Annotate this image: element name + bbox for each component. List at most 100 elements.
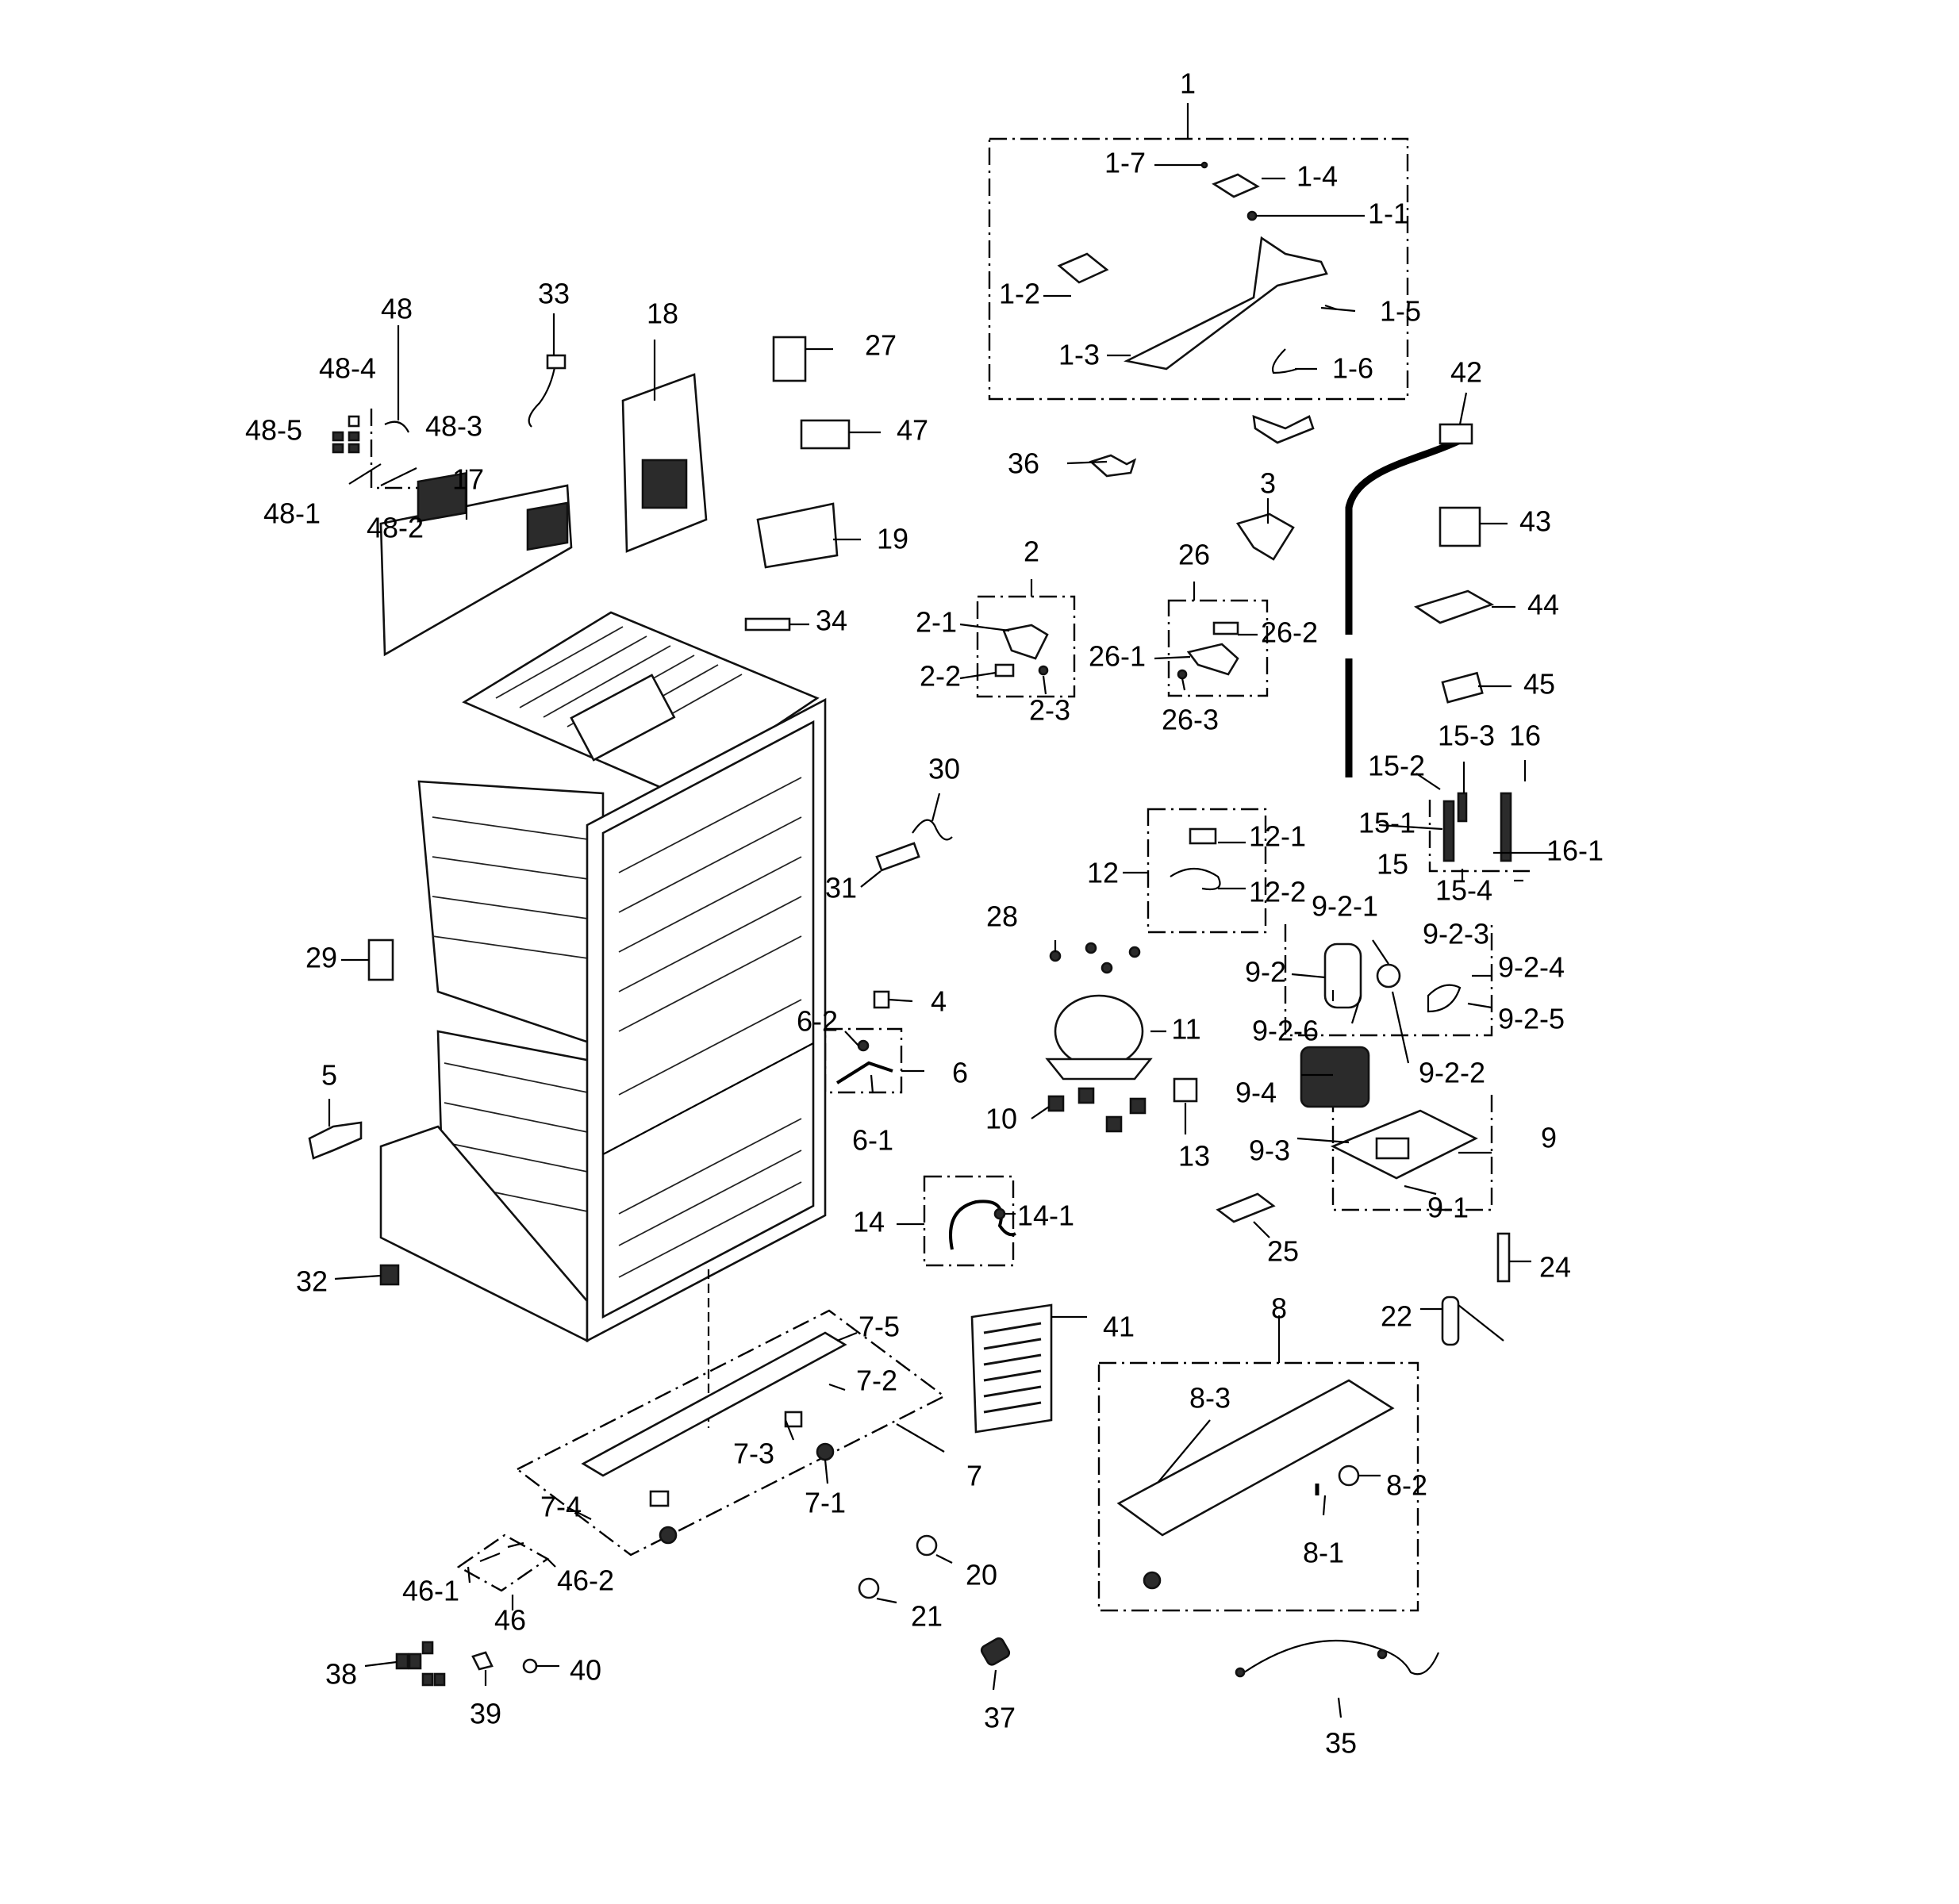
part-12-2-harness bbox=[1170, 868, 1221, 891]
part-22-pipe bbox=[1458, 1304, 1504, 1342]
callout-18: 18 bbox=[647, 298, 678, 330]
part-10-grommets bbox=[1047, 1087, 1147, 1133]
callout-6: 6 bbox=[952, 1057, 968, 1089]
part-35-wire-harness bbox=[1243, 1639, 1440, 1676]
callout-7-1: 7-1 bbox=[805, 1487, 846, 1519]
part-15-1-tube bbox=[1442, 800, 1455, 862]
group-box-9 bbox=[1331, 1095, 1493, 1211]
part-42-fitting bbox=[1439, 423, 1473, 445]
callout-9-2-1: 9-2-1 bbox=[1312, 890, 1378, 923]
part-26-2-plate bbox=[1212, 621, 1239, 635]
part-hinge-bottom bbox=[1252, 415, 1315, 444]
callout-8-3: 8-3 bbox=[1189, 1382, 1231, 1415]
callout-48-3: 48-3 bbox=[425, 410, 482, 443]
callout-8-1: 8-1 bbox=[1303, 1537, 1344, 1569]
cabinet-left-upper bbox=[417, 780, 605, 1049]
part-7-roller-b bbox=[659, 1526, 678, 1545]
part-13-relay bbox=[1173, 1077, 1198, 1103]
callout-19: 19 bbox=[877, 523, 908, 555]
callout-47: 47 bbox=[897, 414, 928, 447]
part-41-grille bbox=[970, 1303, 1053, 1434]
group-box-8 bbox=[1097, 1361, 1419, 1612]
callout-4: 4 bbox=[931, 985, 947, 1018]
callout-9-2-4: 9-2-4 bbox=[1498, 951, 1565, 984]
part-26-3-screw bbox=[1177, 669, 1188, 680]
part-7-4-bushing bbox=[649, 1490, 670, 1507]
callout-9-2-2: 9-2-2 bbox=[1419, 1057, 1485, 1089]
callout-2-3: 2-3 bbox=[1029, 694, 1070, 727]
part-2-1-hinge bbox=[1002, 624, 1049, 660]
callout-36: 36 bbox=[1008, 447, 1039, 480]
callout-1-7: 1-7 bbox=[1104, 147, 1146, 179]
callout-15-4: 15-4 bbox=[1435, 874, 1492, 907]
part-6-1-bracket bbox=[835, 1061, 893, 1084]
part-42-water-tube bbox=[1345, 436, 1462, 635]
group-box-46 bbox=[456, 1534, 550, 1592]
callout-32: 32 bbox=[296, 1265, 328, 1298]
callout-15-1: 15-1 bbox=[1358, 807, 1415, 839]
callout-43: 43 bbox=[1519, 505, 1551, 538]
part-33-cord bbox=[528, 363, 557, 428]
part-21-coil bbox=[858, 1577, 880, 1599]
main-cabinet bbox=[379, 611, 827, 1428]
part-37-coupler bbox=[980, 1637, 1011, 1666]
callout-25: 25 bbox=[1267, 1235, 1299, 1268]
part-18-vent bbox=[641, 459, 688, 509]
callout-17: 17 bbox=[452, 463, 484, 496]
part-40-cap bbox=[522, 1658, 538, 1674]
part-31-holder bbox=[875, 842, 920, 872]
part-8-2-roller bbox=[1338, 1464, 1360, 1487]
callout-46-2: 46-2 bbox=[557, 1564, 614, 1597]
callout-16: 16 bbox=[1509, 720, 1541, 752]
group-box-2 bbox=[976, 595, 1076, 698]
part-14-1-grommet bbox=[993, 1207, 1006, 1220]
part-38-clips bbox=[395, 1641, 446, 1687]
part-9-2-1-fan-motor bbox=[1323, 942, 1362, 1009]
group-box-48 bbox=[370, 409, 428, 489]
part-1-4-cover bbox=[1212, 173, 1260, 198]
part-44-plate bbox=[1414, 589, 1495, 624]
callout-33: 33 bbox=[538, 278, 570, 310]
callout-10: 10 bbox=[985, 1103, 1017, 1135]
callout-9-2-5: 9-2-5 bbox=[1498, 1003, 1565, 1035]
callout-9-1: 9-1 bbox=[1427, 1192, 1469, 1224]
callout-41: 41 bbox=[1103, 1311, 1135, 1343]
callout-1-1: 1-1 bbox=[1368, 198, 1409, 230]
part-34-bar bbox=[744, 617, 791, 631]
callout-1-6: 1-6 bbox=[1332, 352, 1373, 385]
callout-7-5: 7-5 bbox=[859, 1311, 900, 1343]
part-30-sensor-wire bbox=[912, 819, 953, 841]
callout-31: 31 bbox=[825, 872, 857, 904]
callout-28: 28 bbox=[986, 900, 1018, 933]
callout-42: 42 bbox=[1450, 356, 1482, 389]
part-46-2-clip bbox=[507, 1541, 524, 1549]
part-7-1-roller bbox=[816, 1442, 835, 1461]
callout-24: 24 bbox=[1539, 1251, 1571, 1284]
part-47-pcb bbox=[800, 419, 851, 450]
callout-13: 13 bbox=[1178, 1140, 1210, 1173]
callout-5: 5 bbox=[321, 1059, 337, 1092]
callout-45: 45 bbox=[1523, 668, 1555, 701]
part-48-5-clips bbox=[332, 431, 360, 454]
part-6-2-screw bbox=[857, 1039, 870, 1052]
callout-7-4: 7-4 bbox=[540, 1491, 582, 1523]
callout-35: 35 bbox=[1325, 1727, 1357, 1760]
callout-1: 1 bbox=[1180, 67, 1196, 100]
callout-7-2: 7-2 bbox=[856, 1365, 897, 1397]
part-46-1-clip bbox=[479, 1552, 501, 1563]
group-box-14 bbox=[923, 1175, 1015, 1267]
part-7-5-rail bbox=[581, 1331, 847, 1477]
part-27-pcb bbox=[772, 336, 807, 382]
top-control-box bbox=[570, 674, 676, 762]
callout-11: 11 bbox=[1171, 1013, 1200, 1046]
callout-9-2: 9-2 bbox=[1245, 956, 1286, 988]
part-39-clip bbox=[471, 1651, 494, 1671]
part-26-1-hinge bbox=[1186, 643, 1239, 676]
callout-34: 34 bbox=[816, 605, 847, 637]
callout-15-3: 15-3 bbox=[1438, 720, 1495, 752]
callout-48-4: 48-4 bbox=[319, 352, 376, 385]
callout-7: 7 bbox=[966, 1460, 982, 1492]
callout-29: 29 bbox=[305, 942, 337, 974]
part-25-heater bbox=[1216, 1192, 1276, 1223]
